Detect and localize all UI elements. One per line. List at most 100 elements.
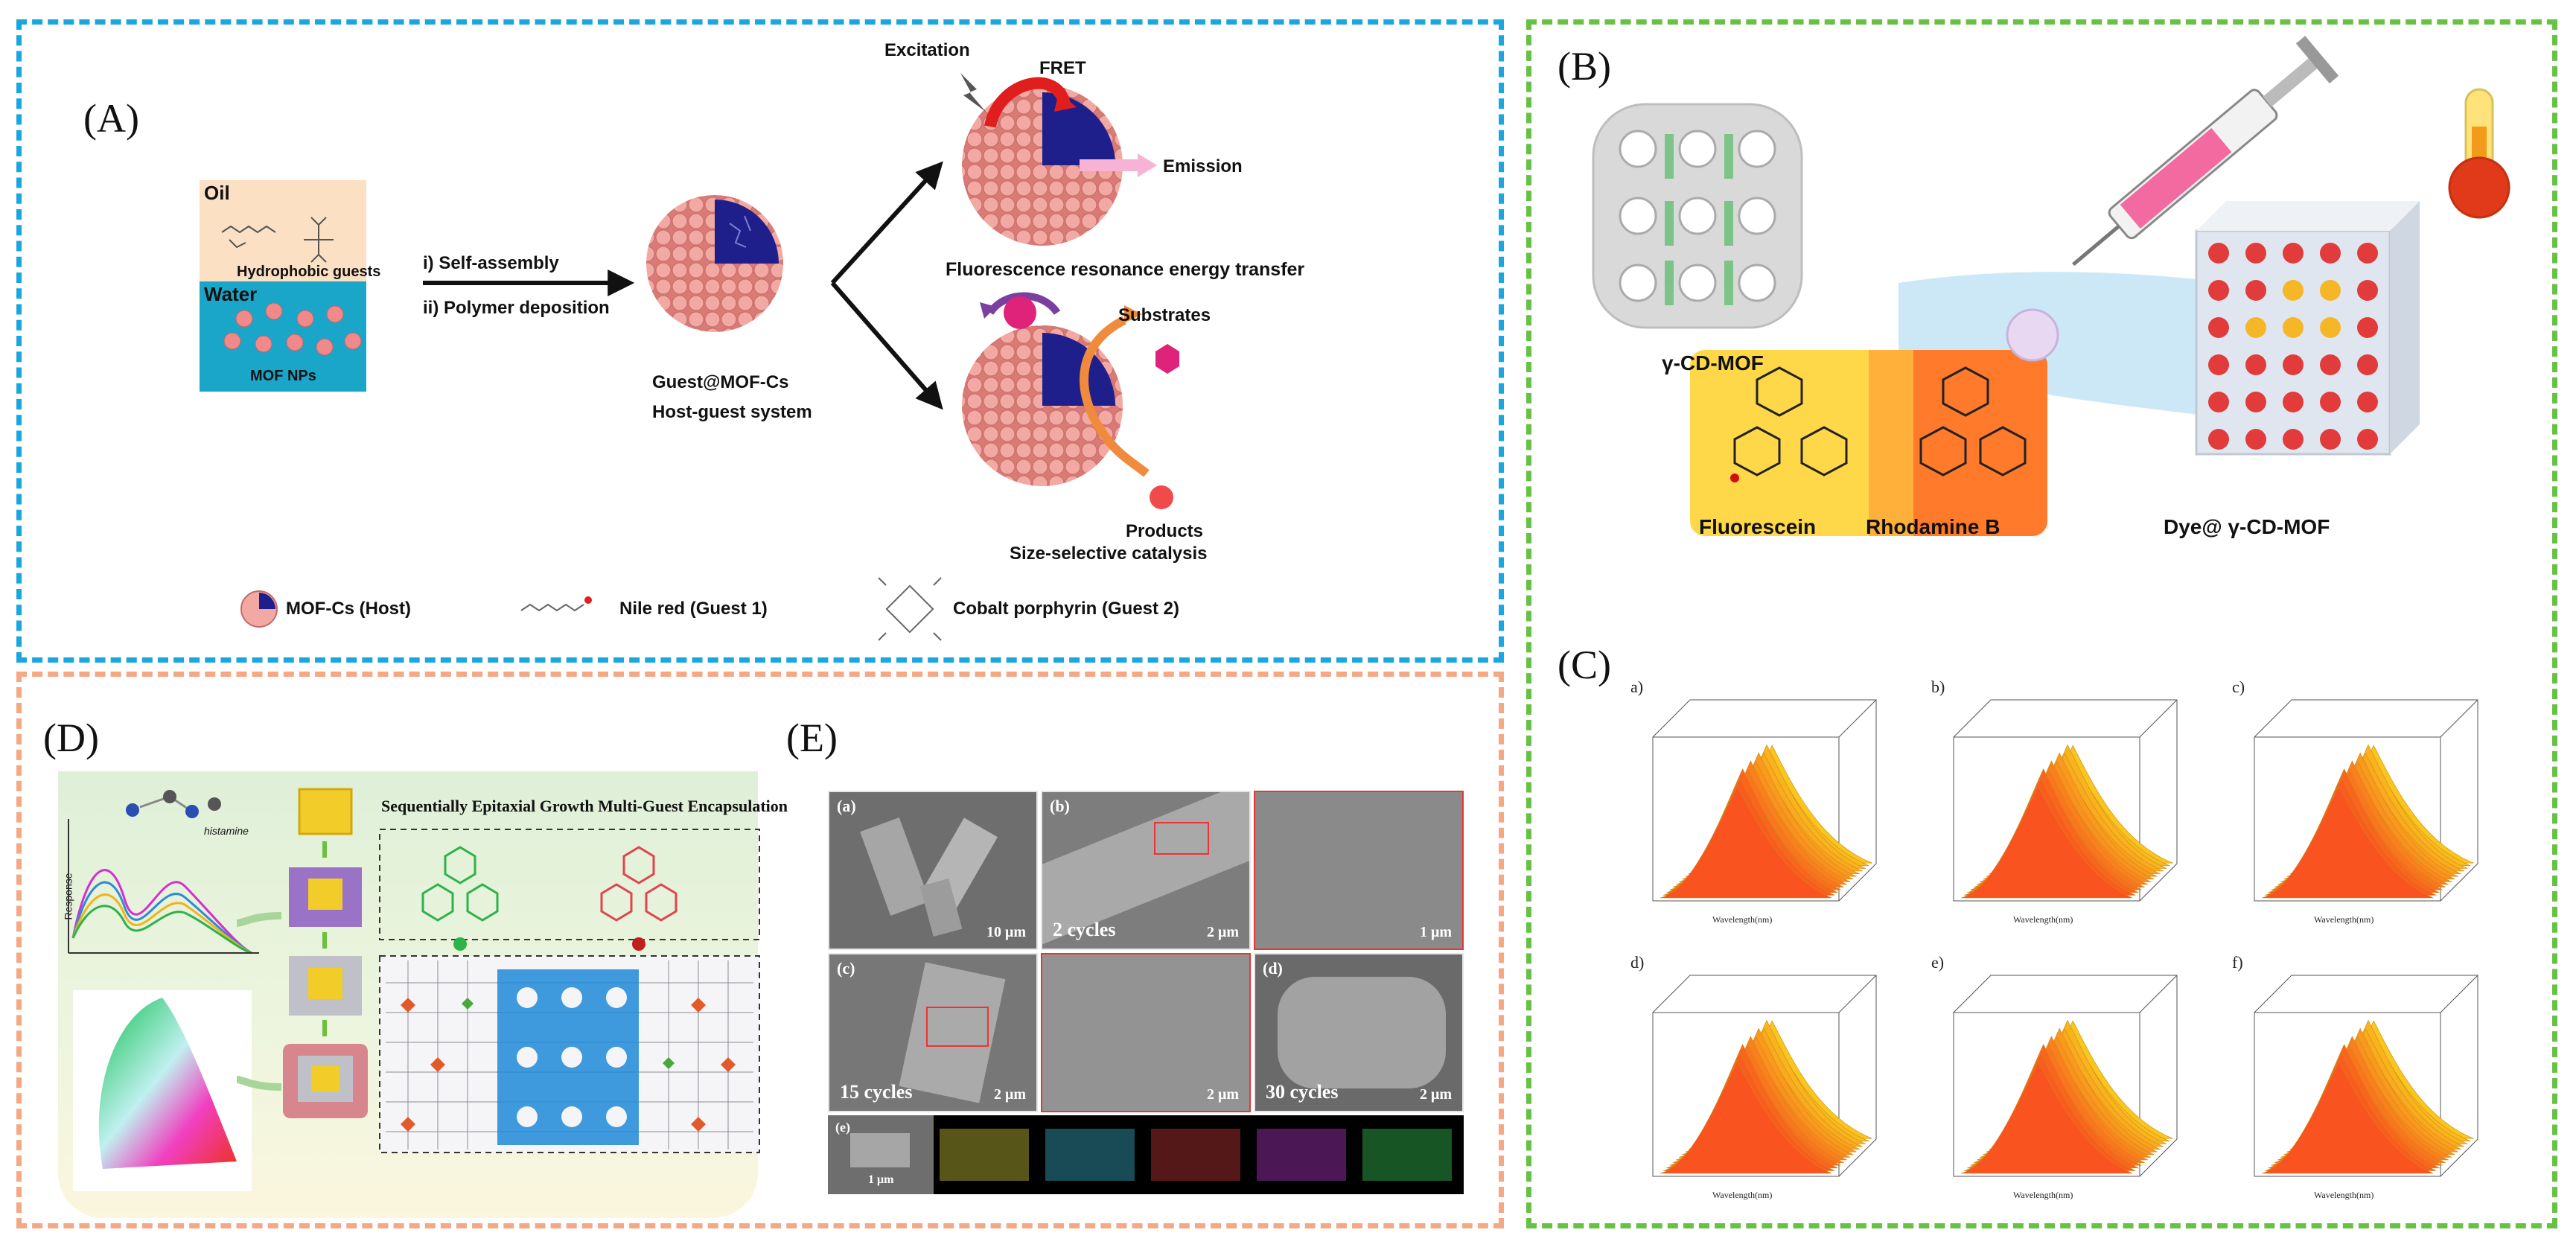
spectra-subplot-label: a)	[1630, 678, 1644, 696]
response-spectra	[68, 819, 259, 954]
catalysis-branch-arrow	[830, 281, 943, 410]
catalysis-label: Size-selective catalysis	[1010, 543, 1208, 564]
red-dye-structure-icon	[600, 846, 678, 922]
spectra-subplot-4: d) Wavelength(nm)	[1630, 953, 1913, 1206]
spectrum-curve	[1960, 785, 2133, 899]
sem-tile-b: (b) 2 cycles 2 μm	[1041, 791, 1251, 950]
rhodamine-structure-icon	[1919, 366, 2027, 476]
catalysis-capsule	[962, 292, 1179, 509]
dye-mof-label: Dye@ γ-CD-MOF	[2164, 515, 2330, 538]
sem-tile-d-cycles: 30 cycles	[1266, 1081, 1339, 1103]
spectra-subplot-1: a) Wavelength(nm)	[1630, 678, 1913, 931]
sem-tile-a-tag: (a)	[837, 797, 856, 815]
sem-tile-d-scale: 2 μm	[1420, 1086, 1452, 1103]
spectrum-curve	[2261, 1061, 2434, 1174]
cie-chromaticity	[98, 998, 237, 1169]
mof-nanoparticles-icon	[223, 302, 362, 356]
spectra-subplot-3: c)Wavelength(nm)	[2232, 678, 2515, 931]
substrate-hexagon-icon	[1155, 344, 1179, 374]
spectra-xlabel: Wavelength(nm)	[2314, 914, 2374, 925]
sem-tile-c-tag: (c)	[837, 959, 855, 978]
spectra-xlabel: Wavelength(nm)	[2013, 914, 2073, 925]
mof-nps-label: MOF NPs	[250, 368, 316, 384]
legend-host-icon	[240, 590, 278, 628]
spectra-xlabel: Wavelength(nm)	[1712, 1190, 1773, 1200]
sem-tile-b-zoom-scale: 1 μm	[1420, 924, 1452, 940]
panel-a-graphics	[240, 73, 1179, 641]
sem-tile-c-zoom-scale: 2 μm	[1207, 1086, 1239, 1103]
spectra-xlabel: Wavelength(nm)	[1712, 914, 1773, 925]
legend-porphyrin-icon	[878, 577, 942, 641]
syringe-icon	[2072, 36, 2339, 267]
fluorescein-label: Fluorescein	[1699, 515, 1817, 538]
histamine-label: histamine	[204, 825, 249, 837]
legend-host-label: MOF-Cs (Host)	[286, 599, 411, 619]
host-guest-label: Host-guest system	[652, 402, 812, 422]
sem-tile-d-tag: (d)	[1263, 959, 1283, 978]
spectra-waterfall	[1953, 975, 2178, 1177]
spectra-subplot-2: b) Wavelength(nm)	[1931, 678, 2214, 931]
panel-d-title: Sequentially Epitaxial Growth Multi-Gues…	[381, 797, 788, 815]
sem-tile-a: (a) 10 μm	[828, 791, 1038, 950]
legend-nile-red-icon	[520, 596, 592, 612]
sem-tile-c-zoom: 2 μm	[1041, 953, 1251, 1112]
panel-b-graphics	[1592, 36, 2510, 536]
guest-molecule-icon	[221, 217, 334, 263]
panel-de-frame	[16, 672, 1504, 1228]
guest-box	[379, 829, 760, 940]
panel-d-label: (D)	[43, 715, 99, 760]
spectra-waterfall	[1953, 699, 2178, 902]
fret-label: FRET	[1039, 58, 1086, 78]
sem-tile-e-scale: 1 μm	[868, 1173, 894, 1186]
sem-tile-e-tag: (e)	[835, 1120, 850, 1135]
sem-tile-b-tag: (b)	[1050, 797, 1070, 815]
sem-tile-c: (c) 15 cycles 2 μm	[828, 953, 1038, 1112]
spectra-waterfall	[2254, 975, 2478, 1177]
spectra-xlabel: Wavelength(nm)	[2314, 1190, 2374, 1200]
sem-tile-d: (d) 30 cycles 2 μm	[1254, 953, 1464, 1112]
step-polymer-deposition: ii) Polymer deposition	[423, 298, 610, 318]
sem-tile-b-cycles: 2 cycles	[1053, 919, 1116, 940]
excitation-label: Excitation	[884, 40, 970, 60]
fluorescein-structure-icon	[1730, 366, 1848, 482]
lightning-icon	[960, 73, 986, 112]
spectrum-curve	[2261, 785, 2434, 899]
spectra-subplot-label: b)	[1931, 678, 1945, 696]
panel-e-label: (E)	[786, 715, 838, 760]
guest-mof-label: Guest@MOF-Cs	[652, 372, 789, 392]
panel-bc-frame	[1526, 19, 2557, 1228]
cd-mof-cluster	[1592, 103, 1803, 329]
spectra-grid: a)Wavelength(nm)b)Wavelength(nm)c)Wavele…	[1630, 678, 2531, 1214]
spectra-xlabel: Wavelength(nm)	[2013, 1190, 2073, 1200]
oil-water-graphic	[221, 217, 362, 356]
fret-capsule	[960, 73, 1157, 246]
fret-branch-arrow	[830, 161, 943, 285]
substrates-label: Substrates	[1118, 305, 1211, 325]
panel-d-graphics	[68, 788, 760, 1191]
spectra-subplot-label: d)	[1630, 953, 1645, 972]
green-dye-structure-icon	[421, 846, 499, 922]
droplet	[2006, 308, 2059, 362]
eds-map-strip: (e) 1 μm	[828, 1115, 1464, 1194]
guest-mof-capsule	[646, 195, 783, 332]
legend-guest1-label: Nile red (Guest 1)	[619, 599, 768, 619]
panel-a-frame	[16, 19, 1504, 663]
spectra-waterfall	[2254, 699, 2478, 902]
water-label: Water	[204, 283, 258, 305]
rhodamine-label: Rhodamine B	[1866, 515, 2000, 538]
spectra-subplot-label: e)	[1931, 953, 1945, 972]
panel-a-label: (A)	[83, 96, 139, 141]
hydrophobic-guests-label: Hydrophobic guests	[237, 264, 381, 280]
spectrum-curve	[1660, 785, 1832, 899]
spectrum-curve	[1660, 1061, 1832, 1174]
products-label: Products	[1126, 521, 1204, 541]
sem-tile-a-scale: 10 μm	[986, 924, 1026, 940]
sem-tile-c-cycles: 15 cycles	[840, 1081, 913, 1103]
legend-guest2-label: Cobalt porphyrin (Guest 2)	[953, 599, 1180, 619]
spectra-waterfall	[1652, 975, 1877, 1177]
sem-tile-b-scale: 2 μm	[1207, 924, 1239, 940]
oil-phase	[200, 180, 366, 281]
spectra-subplot-5: e) Wavelength(nm)	[1931, 953, 2214, 1206]
histamine-molecule-icon	[126, 790, 221, 818]
dye-mof-cube	[2195, 201, 2420, 456]
